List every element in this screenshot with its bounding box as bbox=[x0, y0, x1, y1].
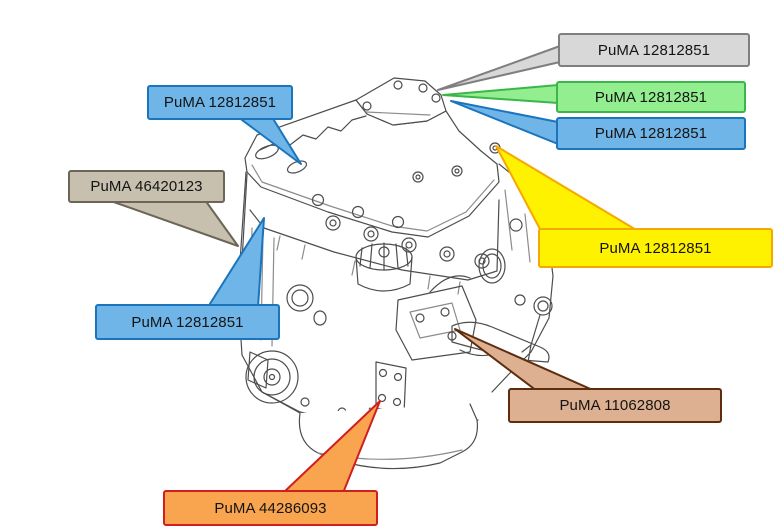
callout-blue-top-left: PuMA 12812851 bbox=[147, 85, 293, 120]
callout-tail-green bbox=[442, 84, 559, 104]
callout-label: PuMA 12812851 bbox=[599, 239, 712, 257]
callout-yellow-mid-right: PuMA 12812851 bbox=[538, 228, 773, 268]
callout-label: PuMA 12812851 bbox=[131, 313, 244, 331]
callout-label: PuMA 46420123 bbox=[90, 178, 203, 195]
camshaft-top-plate bbox=[355, 77, 447, 126]
callout-tail-tan bbox=[107, 199, 239, 247]
callout-blue-top-right: PuMA 12812851 bbox=[556, 117, 746, 150]
callout-label: PuMA 11062808 bbox=[559, 397, 671, 414]
callout-tan-mid-left: PuMA 46420123 bbox=[68, 170, 225, 203]
callout-green-top-right: PuMA 12812851 bbox=[556, 81, 746, 113]
engine-line-art bbox=[237, 77, 554, 470]
callout-label: PuMA 12812851 bbox=[594, 125, 708, 142]
callout-label: PuMA 12812851 bbox=[594, 88, 708, 106]
callout-label: PuMA 44286093 bbox=[214, 499, 327, 517]
callout-orange-bottom-center: PuMA 44286093 bbox=[163, 490, 378, 526]
callout-blue-mid-left: PuMA 12812851 bbox=[95, 304, 280, 340]
cylinder-head bbox=[239, 173, 500, 297]
callout-brown-bottom-right: PuMA 11062808 bbox=[508, 388, 722, 423]
valve-cover bbox=[244, 99, 501, 238]
engine-mount-arm bbox=[451, 321, 550, 363]
callout-gray-top-right: PuMA 12812851 bbox=[558, 33, 750, 67]
callout-tail-gray bbox=[437, 45, 561, 91]
callout-label: PuMA 12812851 bbox=[597, 41, 711, 59]
dipstick bbox=[521, 296, 553, 369]
callout-tail-yellow bbox=[495, 145, 639, 232]
oil-filter-housing bbox=[355, 242, 413, 292]
callout-tail-brown bbox=[454, 328, 596, 392]
crank-pulley bbox=[245, 350, 299, 404]
callout-label: PuMA 12812851 bbox=[163, 94, 277, 111]
